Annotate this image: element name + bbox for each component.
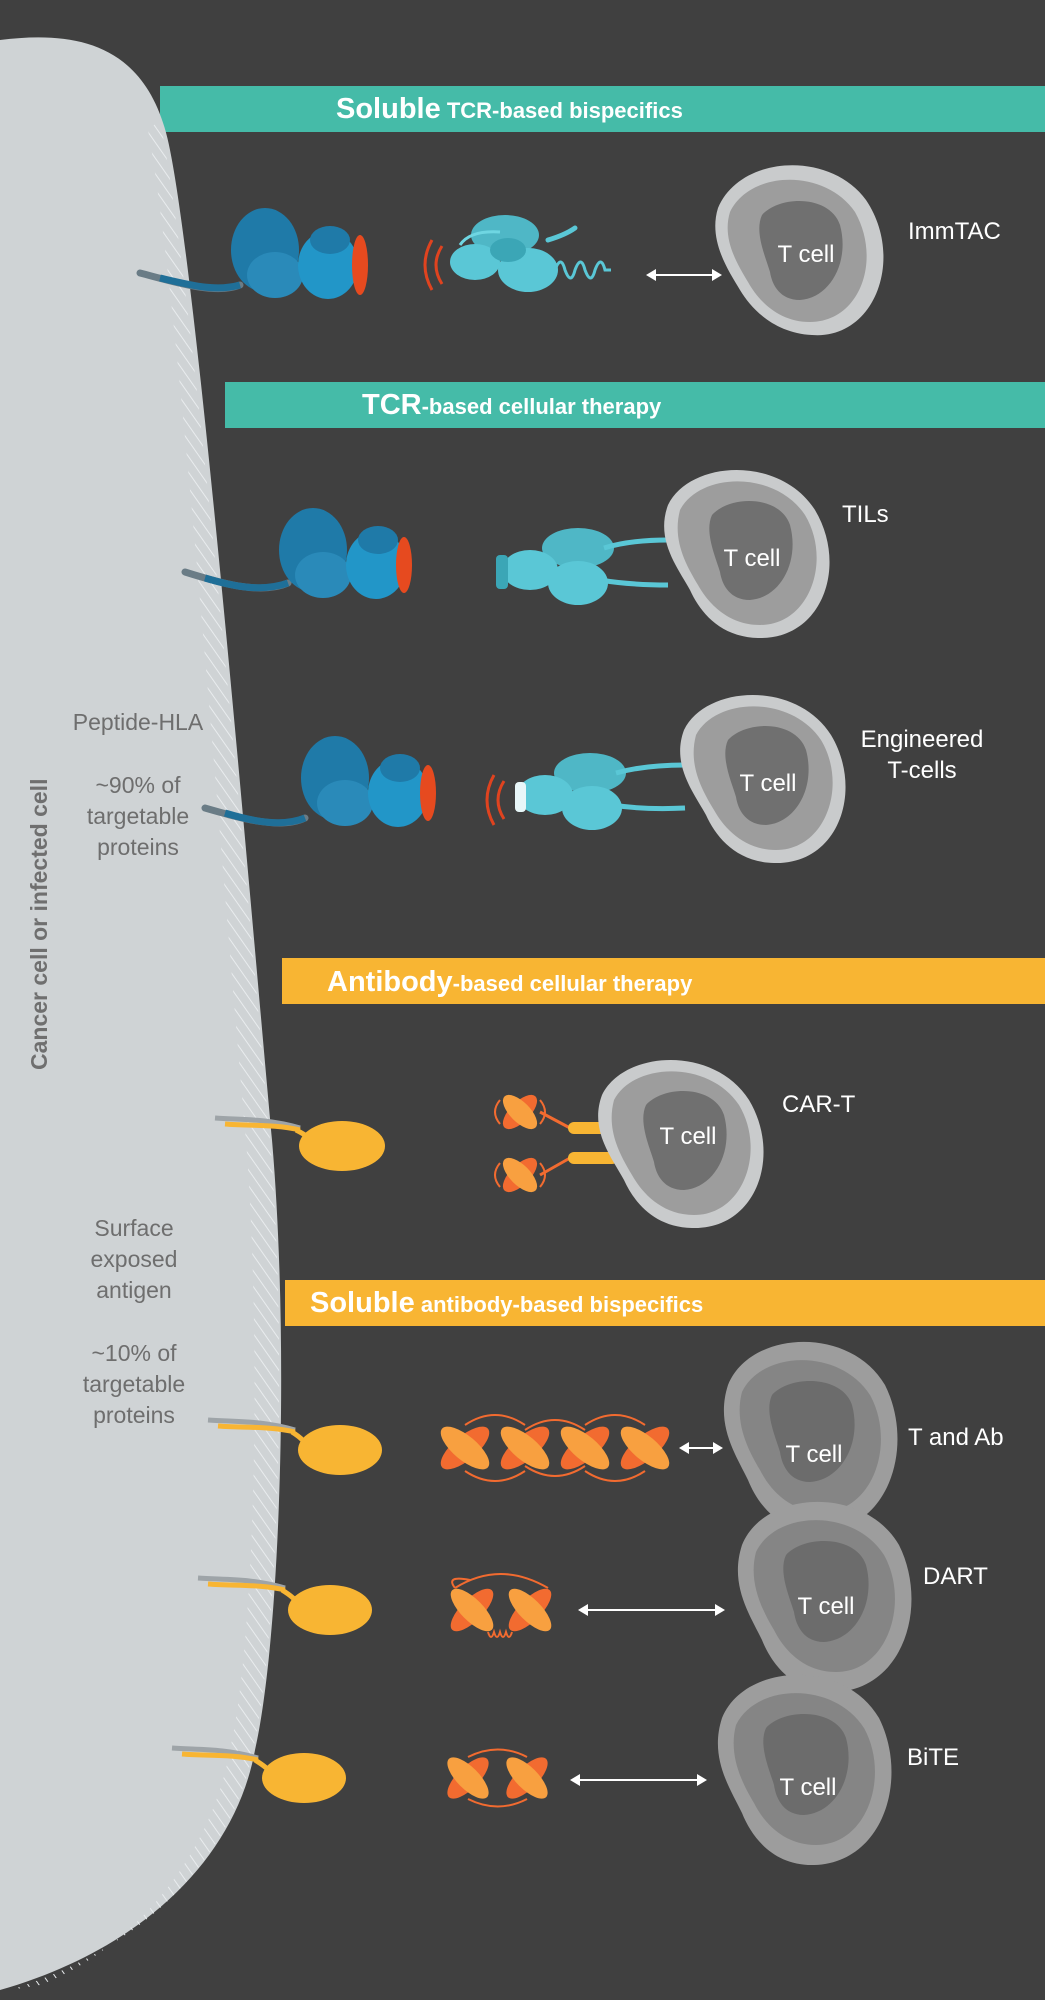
section-bar-soluble-antibody: Soluble antibody-based bispecifics — [285, 1280, 1045, 1326]
section-title-bold: Soluble — [336, 93, 441, 125]
section-title-rest: -based cellular therapy — [453, 971, 693, 996]
hla-complex-engineered — [201, 736, 436, 827]
t-cell-label: T cell — [660, 1123, 717, 1150]
double-arrow-bite — [570, 1774, 707, 1786]
section-bar-tcr-cellular: TCR-based cellular therapy — [225, 382, 1045, 428]
antigen-t-and-ab — [207, 1417, 382, 1475]
peptide-pct-line2: targetable — [87, 803, 189, 829]
t-cell-label: T cell — [724, 545, 781, 572]
immtac-molecule — [450, 215, 611, 292]
section-title-bold: Soluble — [310, 1287, 415, 1319]
antigen-car-t — [214, 1115, 385, 1171]
section-bar-antibody-cellular: Antibody-based cellular therapy — [282, 958, 1045, 1004]
peptide-hla-annotation: Peptide-HLA ~90% of targetable proteins — [73, 709, 204, 860]
signal-waves-engineered — [485, 774, 506, 826]
peptide-pct-line3: proteins — [97, 834, 179, 860]
therapy-label-immtac: ImmTAC — [908, 218, 1001, 245]
tcr-tils — [496, 528, 669, 605]
therapy-label-engineered-line2: T-cells — [887, 757, 956, 784]
double-arrow-t-and-ab — [679, 1442, 723, 1454]
double-arrow-immtac — [646, 269, 722, 281]
therapy-label-t-and-ab: T and Ab — [908, 1424, 1004, 1451]
dart-molecule — [450, 1573, 552, 1638]
t-cell-dart: T cell — [737, 1501, 912, 1693]
svg-text:Soluble antibody-based bispeci: Soluble antibody-based bispecifics — [310, 1287, 703, 1319]
svg-text:Antibody-based cellular therap: Antibody-based cellular therapy — [327, 966, 693, 998]
hla-complex-immtac — [136, 208, 368, 299]
surface-pct-line3: proteins — [93, 1402, 175, 1428]
t-cell-t-and-ab: T cell — [723, 1341, 898, 1533]
therapy-label-dart: DART — [923, 1563, 988, 1590]
double-arrow-dart — [578, 1604, 725, 1616]
cancer-cell: Cancer cell or infected cell — [0, 37, 282, 1990]
t-cell-label: T cell — [780, 1774, 837, 1801]
surface-pct-line1: ~10% of — [91, 1340, 177, 1366]
therapy-label-bite: BiTE — [907, 1744, 959, 1771]
section-bar-soluble-tcr: Soluble TCR-based bispecifics — [160, 86, 1045, 132]
svg-text:Soluble TCR-based bispecifics: Soluble TCR-based bispecifics — [336, 93, 683, 125]
surface-line3: antigen — [96, 1277, 171, 1303]
peptide-pct-line1: ~90% of — [95, 772, 181, 798]
svg-text:TCR-based cellular therapy: TCR-based cellular therapy — [362, 389, 662, 421]
t-cell-bite: T cell — [717, 1674, 892, 1866]
section-title-rest: antibody-based bispecifics — [415, 1292, 704, 1317]
tcr-engineered — [515, 753, 686, 830]
t-cell-label: T cell — [740, 770, 797, 797]
section-title-rest: -based cellular therapy — [422, 394, 662, 419]
therapy-label-tils: TILs — [842, 501, 889, 528]
t-and-ab-molecule — [440, 1414, 670, 1482]
antigen-dart — [197, 1575, 372, 1635]
t-cell-label: T cell — [786, 1441, 843, 1468]
surface-antigen-annotation: Surface exposed antigen ~10% of targetab… — [83, 1215, 185, 1428]
section-title-bold: Antibody — [327, 966, 453, 998]
section-title-bold: TCR — [362, 389, 422, 421]
therapy-label-car-t: CAR-T — [782, 1091, 856, 1118]
surface-line1: Surface — [94, 1215, 173, 1241]
t-cell-label: T cell — [778, 241, 835, 268]
surface-line2: exposed — [91, 1246, 178, 1272]
bite-molecule — [447, 1748, 548, 1808]
t-cell-car-t: T cell — [598, 1060, 764, 1229]
antigen-bite — [171, 1745, 346, 1803]
surface-pct-line2: targetable — [83, 1371, 185, 1397]
section-title-rest: TCR-based bispecifics — [441, 98, 683, 123]
cell-vertical-label: Cancer cell or infected cell — [26, 779, 52, 1070]
t-cell-tils: T cell — [664, 470, 830, 639]
therapy-label-engineered-line1: Engineered — [861, 726, 984, 753]
t-cell-engineered: T cell — [680, 695, 846, 864]
peptide-hla-label: Peptide-HLA — [73, 709, 204, 735]
hla-complex-tils — [181, 508, 412, 599]
t-cell-label: T cell — [798, 1593, 855, 1620]
signal-waves-immtac — [423, 239, 444, 291]
t-cell-immtac: T cell — [715, 165, 884, 336]
